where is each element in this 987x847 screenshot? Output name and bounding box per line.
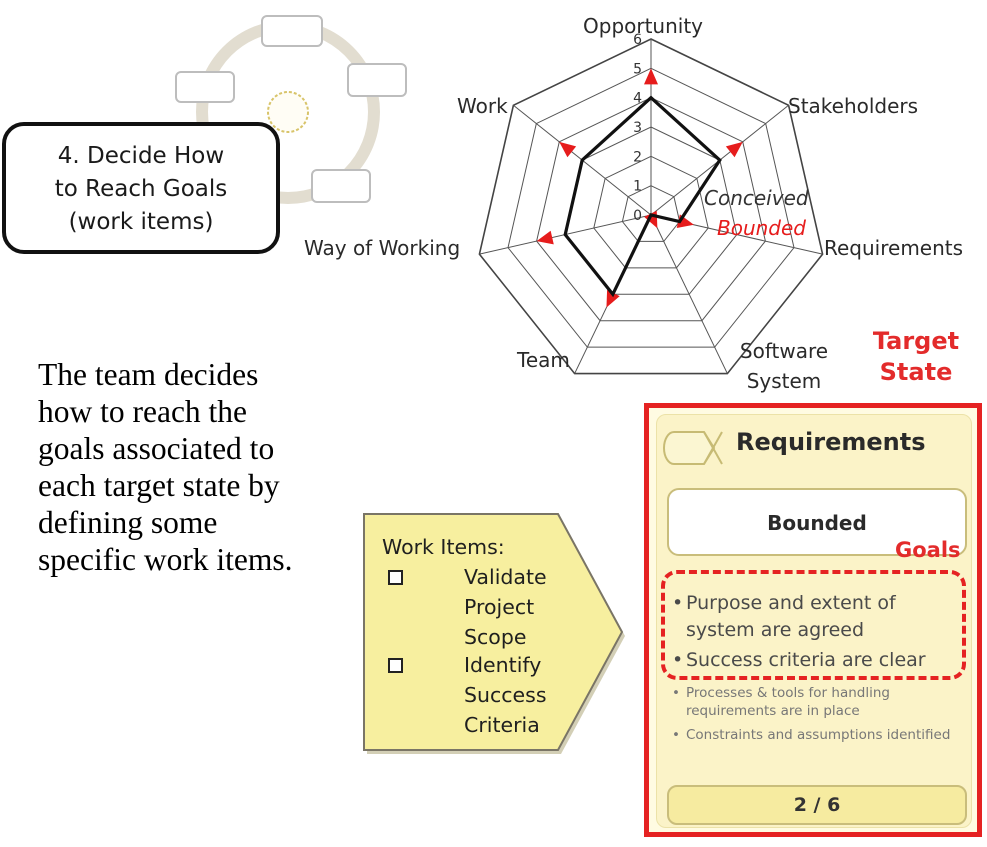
target-state-heading: Target State — [866, 326, 966, 388]
work-item-line: Criteria — [464, 713, 540, 737]
target-marker — [644, 68, 658, 85]
axis-label-software-system: Software System — [739, 339, 829, 393]
axis-label-requirements: Requirements — [824, 236, 964, 260]
radar-tick-label: 0 — [633, 208, 642, 224]
radar-tick-label: 6 — [633, 32, 642, 48]
work-item-line: Validate — [464, 565, 547, 589]
work-item: Validate Project Scope — [382, 562, 582, 652]
alpha-state-radar-chart: 0 1 2 3 4 5 6 — [478, 32, 824, 375]
alpha-icon — [663, 431, 723, 465]
radar-spoke — [650, 214, 728, 374]
current-state-label: Conceived — [704, 186, 809, 210]
checkbox-icon — [388, 570, 403, 585]
work-item-line: Identify — [464, 653, 542, 677]
radar-tick-label: 1 — [633, 179, 642, 195]
cycle-step-box — [175, 71, 235, 103]
target-marker — [606, 290, 620, 308]
checklist-goal-item: Purpose and extent of system are agreed — [672, 590, 962, 644]
step-line: 4. Decide How — [57, 142, 225, 169]
target-state-line: State — [879, 358, 953, 386]
checklist-item: Constraints and assumptions identified — [672, 726, 962, 744]
axis-label-opportunity: Opportunity — [583, 14, 704, 38]
radar-tick-label: 4 — [633, 91, 642, 107]
target-marker — [559, 141, 577, 158]
description-line: how to reach the — [38, 394, 248, 429]
state-progress: 2 / 6 — [667, 785, 967, 825]
work-item-line: Scope — [464, 625, 527, 649]
radar-ring — [536, 97, 766, 322]
description-line: defining some — [38, 505, 218, 540]
radar-tick-label: 2 — [633, 149, 642, 165]
step-line: (work items) — [68, 208, 214, 235]
axis-label-way-of-working: Way of Working — [304, 236, 461, 260]
axis-label-team: Team — [517, 348, 570, 372]
work-item: Identify Success Criteria — [382, 650, 582, 740]
work-item-line: Project — [464, 595, 535, 619]
description-line: specific work items. — [38, 542, 293, 577]
radar-target-series — [536, 68, 743, 308]
radar-ring — [478, 38, 824, 375]
activity-cycle-graphic — [175, 15, 407, 204]
target-state-label: Bounded — [717, 216, 807, 240]
cycle-step-box — [347, 63, 407, 97]
work-items-list: Work Items: Validate Project Scope Ident… — [382, 532, 582, 740]
work-items-arrow — [363, 513, 625, 754]
radar-ring — [593, 155, 709, 269]
checkbox-icon — [388, 658, 403, 673]
target-state-line: Target — [872, 327, 960, 355]
state-name-box: Bounded — [667, 488, 967, 556]
radar-tick-labels: 0 1 2 3 4 5 6 — [633, 32, 642, 224]
cycle-step-box — [311, 169, 371, 203]
description-line: goals associated to — [38, 431, 275, 466]
radar-current-series — [563, 95, 722, 298]
work-item-line: Success — [464, 683, 547, 707]
radar-tick-label: 3 — [633, 120, 642, 136]
work-items-title: Work Items: — [382, 535, 505, 559]
state-checklist: Purpose and extent of system are agreed … — [672, 590, 962, 744]
description-line: The team decides — [38, 357, 259, 392]
checklist-item: Processes & tools for handling requireme… — [672, 684, 962, 720]
checklist-goal-item: Success criteria are clear — [672, 647, 962, 674]
goals-label: Goals — [895, 538, 961, 562]
cycle-center-gear — [267, 91, 309, 133]
cycle-step-box — [261, 15, 323, 47]
card-title: Requirements — [736, 428, 926, 456]
current-state-line — [563, 95, 722, 298]
radar-tick-label: 5 — [633, 61, 642, 77]
goals-highlight — [661, 570, 966, 680]
step-line: to Reach Goals — [54, 175, 228, 202]
description-text: The team decides how to reach the goals … — [38, 356, 358, 578]
radar-ring — [621, 185, 681, 242]
axis-label-work: Work — [457, 94, 508, 118]
description-line: each target state by — [38, 468, 280, 503]
current-step-box: 4. Decide How to Reach Goals (work items… — [2, 122, 280, 254]
target-marker — [536, 230, 554, 245]
radar-ring — [507, 67, 795, 348]
axis-label-stakeholders: Stakeholders — [788, 94, 919, 118]
target-marker — [725, 141, 743, 158]
